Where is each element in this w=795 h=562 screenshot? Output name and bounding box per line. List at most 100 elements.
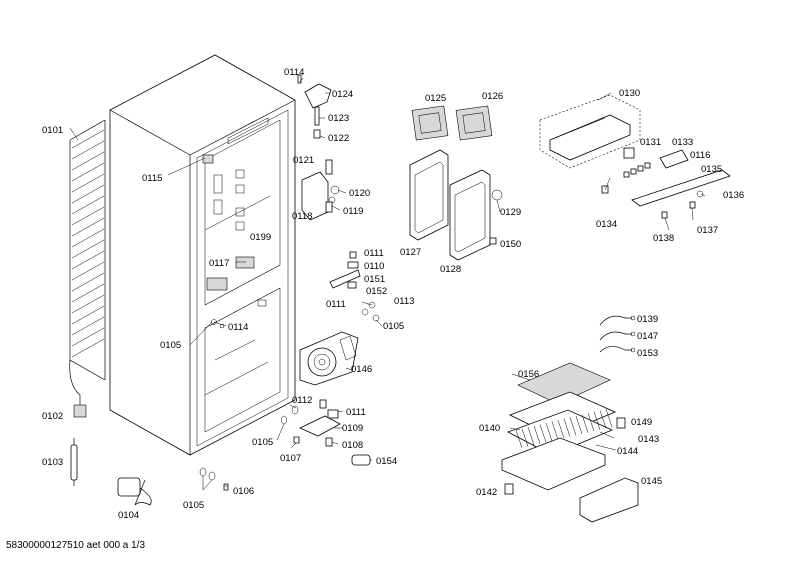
coil-rung: [71, 151, 105, 171]
label-0136: 0136: [723, 190, 744, 201]
label-0199: 0199: [250, 232, 271, 243]
evaporator-fin: [587, 413, 595, 432]
label-0128: 0128: [440, 264, 461, 275]
label-0142: 0142: [476, 487, 497, 498]
label-0118: 0118: [292, 211, 312, 222]
label-0140: 0140: [479, 423, 500, 434]
label-0115: 0115: [142, 173, 162, 184]
document-footer: 58300000127510 aet 000 a 1/3: [6, 540, 146, 551]
coil-rung: [71, 206, 105, 226]
evaporator-fin: [575, 415, 583, 435]
leader-lines: [69, 77, 706, 491]
label-0126: 0126: [482, 91, 503, 102]
label-0127: 0127: [400, 247, 421, 258]
coil-rung: [71, 327, 105, 347]
coil-rung: [71, 272, 105, 292]
label-0134: 0134: [596, 219, 617, 230]
evaporator-fin: [605, 408, 613, 428]
label-0129: 0129: [500, 207, 521, 218]
label-0156: 0156: [518, 369, 539, 380]
condenser-coil: [69, 119, 106, 418]
evaporator-fin: [515, 429, 523, 449]
evaporator-fin: [557, 420, 565, 439]
coil-rung: [71, 140, 105, 160]
label-0147: 0147: [637, 331, 658, 342]
evaporator-assembly: [501, 362, 639, 523]
part-labels: 0101 0102 0103 0104 0105 0105 0105 0105 …: [42, 67, 744, 521]
label-0112: 0112: [292, 395, 312, 406]
coil-rung: [71, 162, 105, 182]
label-0149: 0149: [631, 417, 652, 428]
coil-rung: [71, 294, 105, 314]
fittings-cluster: [329, 251, 380, 322]
label-0110: 0110: [364, 261, 384, 272]
evaporator-fin: [569, 417, 577, 436]
control-panel-assembly: [539, 94, 731, 219]
label-0113: 0113: [394, 296, 414, 307]
label-0145: 0145: [641, 476, 662, 487]
label-0123: 0123: [328, 113, 349, 124]
label-0107: 0107: [280, 453, 301, 464]
thermostat-cluster: [297, 74, 340, 221]
label-0101: 0101: [42, 125, 63, 136]
evaporator-fin: [539, 424, 547, 443]
evaporator-fin: [521, 428, 529, 447]
coil-rung: [71, 239, 105, 259]
label-0151: 0151: [364, 274, 385, 285]
label-0105: 0105: [252, 437, 273, 448]
label-0131: 0131: [640, 137, 661, 148]
label-0150: 0150: [500, 239, 521, 250]
label-0120: 0120: [349, 188, 370, 199]
fan-motor-assembly: [299, 331, 359, 386]
label-0108: 0108: [342, 440, 363, 451]
label-0114: 0114: [228, 322, 248, 333]
label-0103: 0103: [42, 457, 63, 468]
evaporator-fin: [581, 414, 589, 433]
evaporator-fin: [545, 422, 553, 442]
coil-rung: [71, 283, 105, 303]
label-0105: 0105: [383, 321, 404, 332]
drier-part: [70, 438, 78, 486]
label-0137: 0137: [697, 225, 718, 236]
coil-rung: [71, 217, 105, 237]
label-0124: 0124: [332, 89, 353, 100]
coil-rung: [71, 129, 105, 149]
label-0102: 0102: [42, 411, 63, 422]
lamp-switch-parts: [299, 399, 371, 466]
coil-rung: [71, 184, 105, 204]
coil-rung: [71, 173, 105, 193]
label-0111: 0111: [346, 407, 366, 418]
coil-rung: [71, 316, 105, 336]
label-0114: 0114: [284, 67, 304, 78]
label-0111: 0111: [326, 299, 346, 310]
cabinet-body: [109, 54, 296, 456]
label-0109: 0109: [342, 423, 363, 434]
coil-rung: [71, 261, 105, 281]
label-0152: 0152: [366, 286, 387, 297]
evaporator-fin: [563, 418, 571, 437]
screw-parts: [199, 405, 300, 491]
label-0121: 0121: [293, 155, 314, 166]
evaporator-fin: [533, 425, 541, 444]
wire-harnesses: [599, 315, 636, 353]
coil-rung: [71, 250, 105, 270]
label-0154: 0154: [376, 456, 397, 467]
door-panels: [409, 105, 503, 261]
power-cord-part: [117, 477, 152, 506]
label-0111: 0111: [364, 248, 384, 259]
label-0138: 0138: [653, 233, 674, 244]
evaporator-fin: [599, 410, 607, 429]
label-0144: 0144: [617, 446, 638, 457]
switch-set: [623, 162, 651, 178]
evaporator-fin: [527, 427, 535, 446]
label-0125: 0125: [425, 93, 446, 104]
label-0139: 0139: [637, 314, 658, 325]
label-0133: 0133: [672, 137, 693, 148]
label-0153: 0153: [637, 348, 658, 359]
label-0130: 0130: [619, 88, 640, 99]
coil-rung: [71, 305, 105, 325]
coil-rung: [71, 338, 105, 358]
coil-rung: [71, 195, 105, 215]
label-0106: 0106: [233, 486, 254, 497]
